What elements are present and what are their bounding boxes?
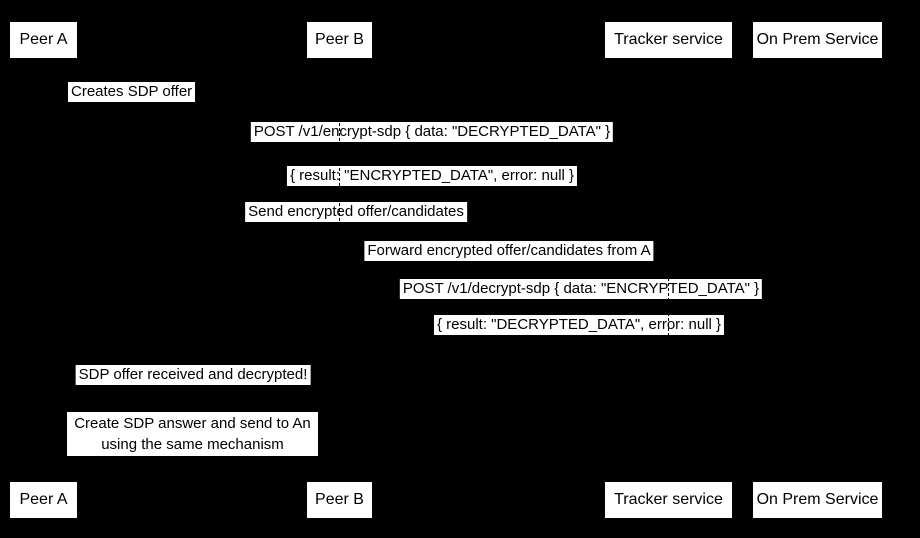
actor-tracker-top: Tracker service bbox=[605, 22, 732, 58]
actor-peer-b-top: Peer B bbox=[307, 22, 372, 58]
arrowhead-icon bbox=[43, 385, 53, 395]
arrow-send-offer bbox=[43, 227, 668, 228]
message-label-encrypt-request: POST /v1/encrypt-sdp { data: "DECRYPTED_… bbox=[250, 122, 614, 142]
lifeline-peer-a bbox=[43, 58, 44, 481]
arrowhead-icon bbox=[807, 142, 817, 152]
self-message-arrow bbox=[43, 104, 62, 118]
arrow-decrypt-response bbox=[340, 340, 817, 341]
message-label-send-offer: Send encrypted offer/candidates bbox=[245, 202, 467, 222]
lifeline-tracker bbox=[668, 58, 669, 481]
actor-onprem-top: On Prem Service bbox=[753, 22, 882, 58]
arrowhead-icon bbox=[340, 261, 350, 271]
note-line: using the same mechanism bbox=[101, 436, 284, 453]
message-label-forward-offer: Forward encrypted offer/candidates from … bbox=[364, 241, 654, 261]
message-label-offer-received: SDP offer received and decrypted! bbox=[75, 365, 311, 385]
actor-onprem-bottom: On Prem Service bbox=[753, 482, 882, 518]
arrowhead-icon bbox=[340, 335, 350, 345]
actor-peer-a-bottom: Peer A bbox=[10, 482, 77, 518]
message-label-decrypt-request: POST /v1/decrypt-sdp { data: "ENCRYPTED_… bbox=[399, 279, 763, 299]
arrowhead-icon bbox=[43, 185, 53, 195]
message-label-decrypt-response: { result: "DECRYPTED_DATA", error: null … bbox=[433, 315, 725, 335]
note-line: Create SDP answer and send to An bbox=[74, 415, 311, 432]
note-create-sdp-answer: Create SDP answer and send to An using t… bbox=[67, 412, 318, 456]
actor-peer-a-top: Peer A bbox=[10, 22, 77, 58]
actor-peer-b-bottom: Peer B bbox=[307, 482, 372, 518]
lifeline-peer-b bbox=[339, 58, 340, 481]
lifeline-onprem bbox=[817, 58, 818, 481]
arrow-offer-received bbox=[43, 390, 340, 391]
actor-tracker-bottom: Tracker service bbox=[605, 482, 732, 518]
arrowhead-icon bbox=[658, 222, 668, 232]
message-label-creates-sdp-offer: Creates SDP offer bbox=[68, 82, 196, 102]
message-label-encrypt-response: { result: "ENCRYPTED_DATA", error: null … bbox=[286, 166, 578, 186]
arrow-encrypt-response bbox=[43, 190, 817, 191]
arrowhead-icon bbox=[807, 299, 817, 309]
arrow-encrypt-request bbox=[43, 147, 817, 148]
arrow-forward-offer bbox=[340, 266, 668, 267]
arrow-decrypt-request bbox=[340, 304, 817, 305]
